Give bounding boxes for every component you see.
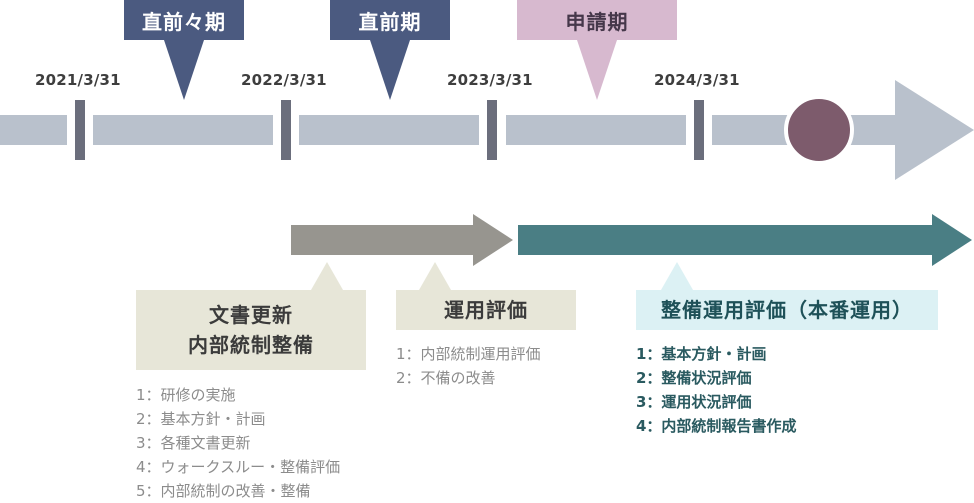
list-item: 4：ウォークスルー・整備評価 bbox=[136, 458, 341, 476]
phase-arrow-main-head bbox=[932, 214, 972, 266]
listing-marker-circle bbox=[784, 95, 854, 165]
list-item: 1：基本方針・計画 bbox=[636, 345, 767, 363]
timeline-tick-2023 bbox=[487, 100, 497, 160]
prep-task-list: 1：研修の実施 2：基本方針・計画 3：各種文書更新 4：ウォークスルー・整備評… bbox=[136, 383, 340, 503]
period-pointer-previous bbox=[370, 40, 410, 100]
timeline-tick-2022 bbox=[281, 100, 291, 160]
date-label-2023: 2023/3/31 bbox=[447, 71, 533, 89]
list-item: 4：内部統制報告書作成 bbox=[636, 417, 797, 435]
period-pointer-application bbox=[577, 40, 617, 100]
period-label-application: 申請期 bbox=[517, 0, 677, 40]
timeline-segment bbox=[0, 115, 67, 145]
timeline-tick-2024 bbox=[694, 100, 704, 160]
operation-phase-title: 運用評価 bbox=[444, 298, 528, 322]
operation-box-pointer bbox=[419, 262, 451, 290]
timeline-segment bbox=[506, 115, 686, 145]
operation-phase-box: 運用評価 bbox=[396, 290, 576, 330]
date-label-2024: 2024/3/31 bbox=[654, 71, 740, 89]
timeline-segment bbox=[299, 115, 479, 145]
prep-phase-title-line2: 内部統制整備 bbox=[188, 333, 314, 357]
period-label-text: 申請期 bbox=[565, 9, 629, 34]
phase-arrow-prep-head bbox=[473, 214, 513, 266]
list-item: 1：内部統制運用評価 bbox=[396, 345, 541, 363]
phase-arrow-main-body bbox=[518, 225, 933, 255]
main-box-pointer bbox=[661, 262, 693, 290]
period-label-pre-previous: 直前々期 bbox=[124, 0, 244, 40]
period-label-text: 直前期 bbox=[358, 9, 422, 34]
main-phase-title: 整備運用評価（本番運用） bbox=[661, 298, 913, 322]
main-phase-box: 整備運用評価（本番運用） bbox=[636, 290, 938, 330]
list-item: 5：内部統制の改善・整備 bbox=[136, 482, 311, 500]
phase-arrow-prep-body bbox=[291, 225, 473, 255]
timeline-arrow-head bbox=[895, 80, 974, 180]
date-label-2021: 2021/3/31 bbox=[35, 71, 121, 89]
prep-phase-box: 文書更新 内部統制整備 bbox=[136, 290, 366, 370]
prep-phase-title-line1: 文書更新 bbox=[209, 303, 293, 327]
date-label-2022: 2022/3/31 bbox=[241, 71, 327, 89]
operation-task-list: 1：内部統制運用評価 2：不備の改善 bbox=[396, 342, 541, 390]
period-label-text: 直前々期 bbox=[142, 9, 226, 34]
period-label-previous: 直前期 bbox=[330, 0, 450, 40]
list-item: 3：運用状況評価 bbox=[636, 393, 752, 411]
prep-box-pointer bbox=[311, 262, 343, 290]
list-item: 3：各種文書更新 bbox=[136, 434, 251, 452]
list-item: 2：不備の改善 bbox=[396, 369, 496, 387]
main-task-list: 1：基本方針・計画 2：整備状況評価 3：運用状況評価 4：内部統制報告書作成 bbox=[636, 342, 796, 438]
list-item: 2：基本方針・計画 bbox=[136, 410, 266, 428]
timeline-tick-2021 bbox=[75, 100, 85, 160]
list-item: 1：研修の実施 bbox=[136, 386, 236, 404]
list-item: 2：整備状況評価 bbox=[636, 369, 752, 387]
timeline-segment bbox=[93, 115, 273, 145]
period-pointer-pre-previous bbox=[164, 40, 204, 100]
